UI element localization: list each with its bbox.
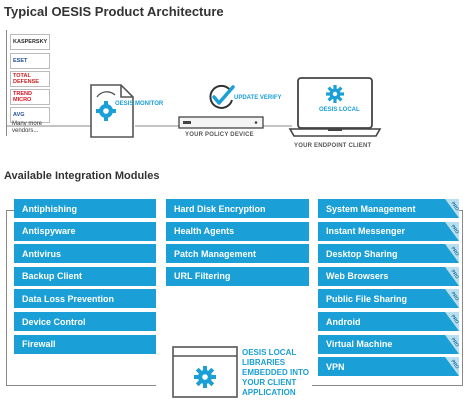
module-patch-management: Patch Management — [166, 244, 309, 264]
architecture-title: Typical OESIS Product Architecture — [4, 4, 224, 19]
vendor-logo: AVG — [10, 107, 50, 123]
library-window-icon — [172, 346, 238, 398]
vendor-name: AVG — [13, 112, 25, 118]
module-device-control: Device Control — [14, 312, 156, 331]
oesis-local-label: OESIS LOCAL — [319, 107, 360, 113]
pro-badge: PRO — [445, 289, 459, 309]
module-android: Android PRO — [318, 312, 459, 331]
vendor-logo: TREND MICRO — [10, 89, 50, 105]
module-label: Antiphishing — [22, 203, 77, 214]
oesis-monitor-document-icon — [90, 84, 134, 138]
module-instant-messenger: Instant Messenger PRO — [318, 221, 459, 241]
module-label: Virtual Machine — [326, 339, 393, 350]
module-web-browsers: Web Browsers PRO — [318, 266, 459, 286]
vendor-logo: TOTAL DEFENSE — [10, 71, 50, 87]
vendor-logo: ESET — [10, 53, 50, 69]
module-virtual-machine: Virtual Machine PRO — [318, 334, 459, 354]
module-label: Backup Client — [22, 271, 83, 282]
pro-label: PRO — [450, 201, 459, 212]
module-label: Health Agents — [174, 226, 235, 237]
module-url-filtering: URL Filtering — [166, 266, 309, 286]
module-label: Antivirus — [22, 248, 62, 259]
module-label: Data Loss Prevention — [22, 293, 115, 304]
module-label: Public File Sharing — [326, 293, 408, 304]
module-antivirus: Antivirus — [14, 244, 156, 264]
library-description: OESIS LOCAL LIBRARIES EMBEDDED INTO YOUR… — [242, 348, 309, 397]
pro-badge: PRO — [445, 221, 459, 241]
vendor-bracket — [6, 30, 7, 136]
pro-label: PRO — [450, 359, 459, 370]
module-label: URL Filtering — [174, 271, 231, 282]
module-antispyware: Antispyware — [14, 221, 156, 241]
module-vpn: VPN PRO — [318, 357, 459, 377]
pro-label: PRO — [450, 246, 459, 257]
module-label: Instant Messenger — [326, 226, 406, 237]
module-desktop-sharing: Desktop Sharing PRO — [318, 244, 459, 264]
gear-icon — [326, 85, 344, 103]
policy-device-label: YOUR POLICY DEVICE — [185, 132, 254, 138]
vendor-name: ESET — [13, 58, 28, 64]
module-system-management: System Management PRO — [318, 199, 459, 218]
module-label: System Management — [326, 203, 416, 214]
more-vendors-text: Many more vendors... — [12, 121, 43, 134]
module-label: Firewall — [22, 339, 56, 350]
module-label: Web Browsers — [326, 271, 389, 282]
module-health-agents: Health Agents — [166, 221, 309, 241]
pro-badge: PRO — [445, 334, 459, 354]
vendor-logo: KASPERSKY — [10, 34, 50, 50]
bracket-tick — [6, 210, 14, 211]
module-firewall: Firewall — [14, 334, 156, 354]
pro-label: PRO — [450, 336, 459, 347]
module-antiphishing: Antiphishing — [14, 199, 156, 218]
module-label: Antispyware — [22, 226, 76, 237]
architecture-connections — [6, 125, 292, 127]
bracket-tick — [455, 210, 463, 211]
endpoint-client-label: YOUR ENDPOINT CLIENT — [294, 143, 372, 149]
update-verify-label: UPDATE VERIFY — [234, 95, 282, 101]
module-label: Hard Disk Encryption — [174, 203, 266, 214]
pro-badge: PRO — [445, 199, 459, 218]
vendor-name: TREND MICRO — [13, 91, 32, 103]
pro-label: PRO — [450, 269, 459, 280]
laptop-icon — [288, 77, 382, 137]
pro-badge: PRO — [445, 266, 459, 286]
pro-label: PRO — [450, 291, 459, 302]
update-verify-icon — [209, 84, 235, 109]
oesis-monitor-label: OESIS MONITOR — [115, 101, 164, 107]
pro-badge: PRO — [445, 244, 459, 264]
bracket-bottom-right — [312, 385, 463, 386]
modules-bracket-right — [462, 210, 463, 385]
modules-bracket-left — [6, 210, 7, 385]
module-public-file-sharing: Public File Sharing PRO — [318, 289, 459, 309]
module-hard-disk-encryption: Hard Disk Encryption — [166, 199, 309, 218]
module-label: Patch Management — [174, 248, 257, 259]
pro-label: PRO — [450, 223, 459, 234]
module-label: Desktop Sharing — [326, 248, 398, 259]
module-label: Android — [326, 316, 361, 327]
policy-device-icon — [178, 116, 264, 129]
pro-badge: PRO — [445, 357, 459, 377]
module-data-loss-prevention: Data Loss Prevention — [14, 289, 156, 309]
pro-badge: PRO — [445, 312, 459, 331]
modules-title: Available Integration Modules — [4, 170, 160, 182]
module-label: Device Control — [22, 316, 86, 327]
vendor-name: KASPERSKY — [13, 39, 48, 45]
bracket-bottom-left — [6, 385, 156, 386]
pro-label: PRO — [450, 314, 459, 325]
module-backup-client: Backup Client — [14, 266, 156, 286]
vendor-name: TOTAL DEFENSE — [13, 73, 39, 85]
module-label: VPN — [326, 361, 345, 372]
